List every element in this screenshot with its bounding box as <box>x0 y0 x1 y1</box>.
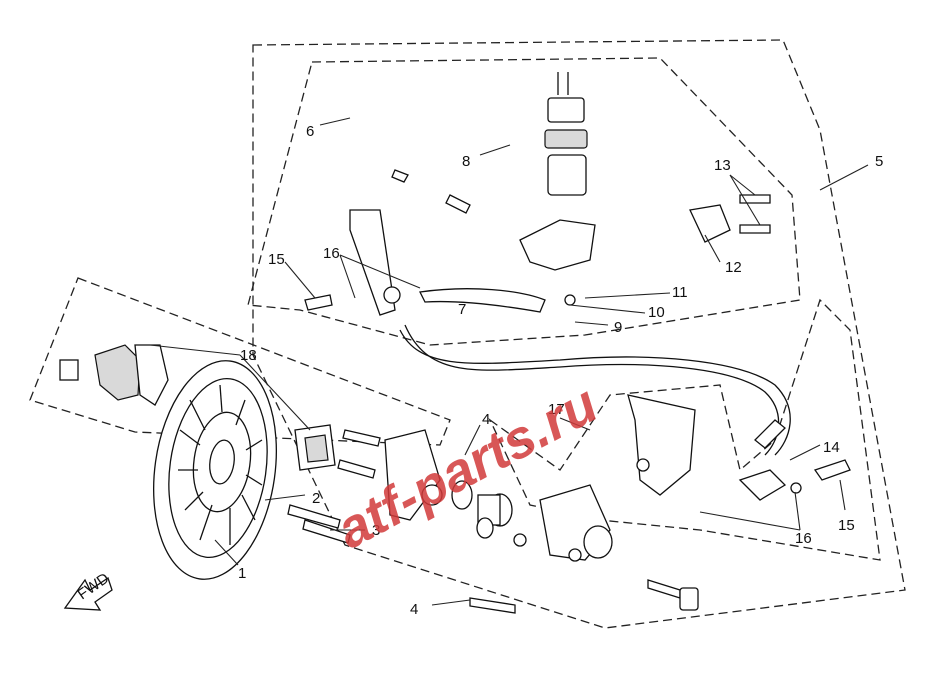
caliper-body <box>539 484 613 562</box>
brake-lever <box>349 209 546 316</box>
callout-9: 9 <box>614 319 622 336</box>
forward-arrow-icon: FWD <box>63 570 113 611</box>
callout-3: 3 <box>372 522 380 539</box>
caliper-bracket <box>384 429 443 521</box>
callout-15-right: 15 <box>838 517 855 534</box>
master-cylinder <box>519 72 596 271</box>
callout-4-upper: 4 <box>482 411 490 428</box>
lower-bolt <box>469 579 699 614</box>
callout-17: 17 <box>548 401 565 418</box>
brake-disc <box>152 360 278 580</box>
callout-11: 11 <box>672 284 688 301</box>
caliper-guard <box>627 394 696 496</box>
callout-16-lower: 16 <box>795 530 812 547</box>
callout-2: 2 <box>312 490 320 507</box>
callout-7: 7 <box>458 301 466 318</box>
callout-4-lower: 4 <box>410 601 418 618</box>
callout-12: 12 <box>725 259 742 276</box>
callout-15-left: 15 <box>268 251 285 268</box>
group-5-boundary <box>252 39 906 629</box>
group-pads-boundary <box>29 277 451 446</box>
callout-10: 10 <box>648 304 665 321</box>
handlebar-clamp <box>689 194 771 243</box>
callout-14: 14 <box>823 439 840 456</box>
callout-13: 13 <box>714 157 731 174</box>
callout-1: 1 <box>238 565 246 582</box>
callout-6: 6 <box>306 123 314 140</box>
leader-lines <box>149 117 869 606</box>
callout-8: 8 <box>462 153 470 170</box>
brake-hose <box>399 324 791 501</box>
mounting-bolts <box>287 429 381 544</box>
pad-spring <box>294 424 336 471</box>
callout-18: 18 <box>240 347 257 364</box>
brake-pads <box>59 344 169 406</box>
callout-16-upper: 16 <box>323 245 340 262</box>
banjo-bolt-right <box>790 459 851 494</box>
group-6-boundary <box>247 57 801 346</box>
caliper-pistons <box>451 480 527 547</box>
callout-5: 5 <box>875 153 883 170</box>
